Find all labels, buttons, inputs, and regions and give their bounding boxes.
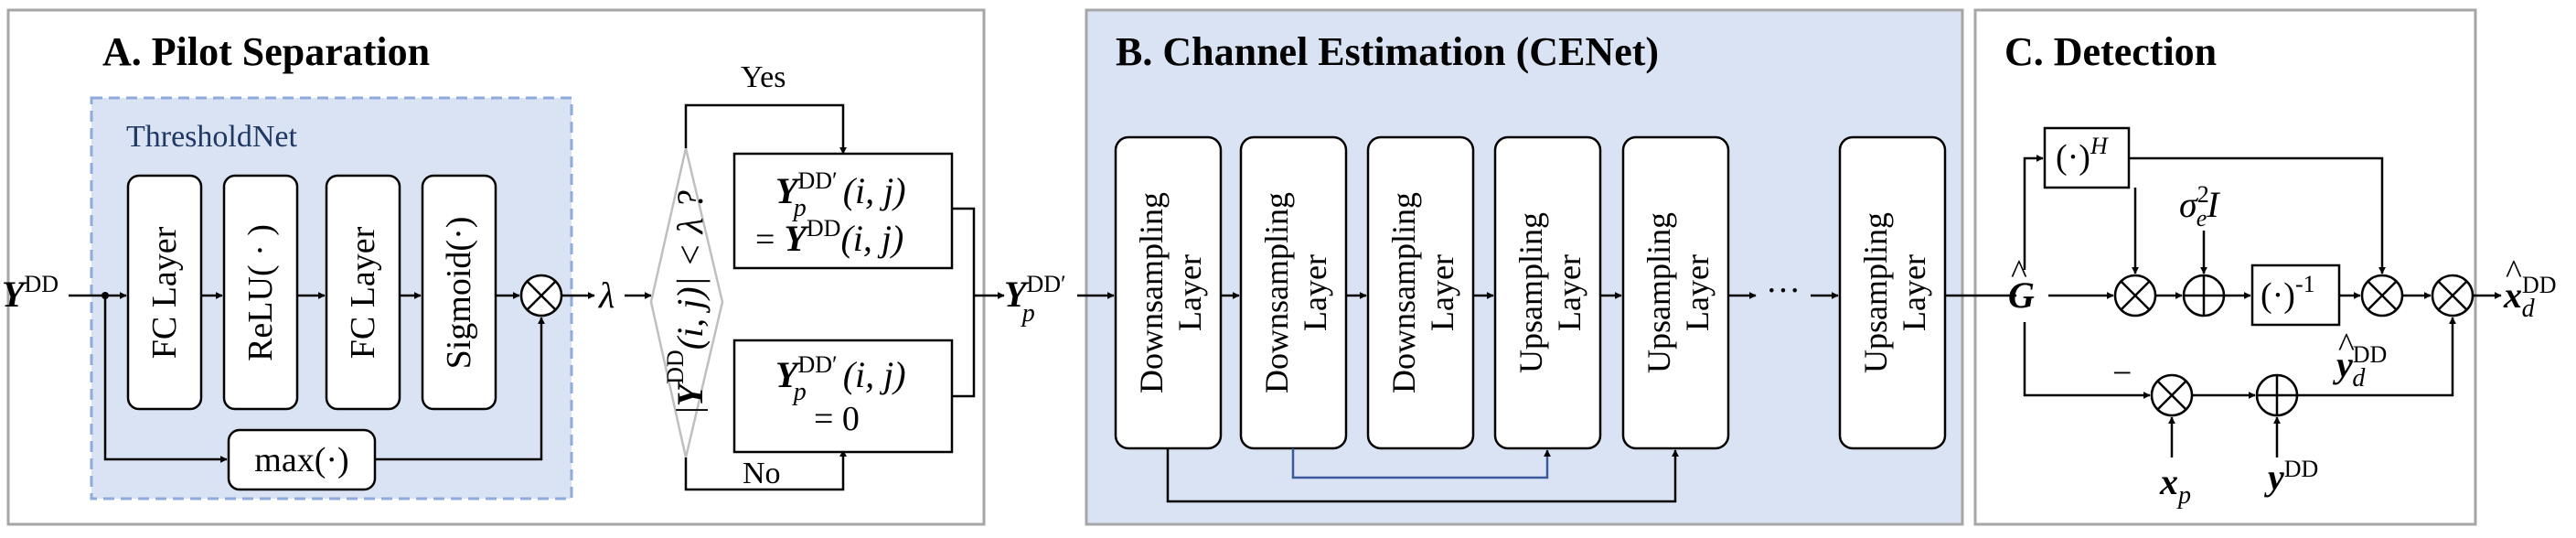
cenet-layer-5 (1621, 135, 1730, 450)
relu-block (222, 174, 299, 411)
fc-layer-2-block (325, 174, 401, 411)
relu-label: ReLU( · ) (241, 224, 280, 361)
pilot-symbol-xp: xp (2159, 461, 2191, 510)
decision-condition: |YDD(i, j)| < λ ? (662, 190, 711, 414)
pilot-zero-box (732, 339, 954, 454)
section-c-title: C. Detection (2004, 29, 2217, 74)
pilot-assign-line1: YDD′p(i, j) (775, 167, 906, 222)
pilot-zero-line2: = 0 (814, 400, 860, 438)
input-y-dd: YDD (2, 271, 59, 315)
cenet-layer-1-label: DownsamplingLayer (1133, 192, 1208, 393)
cenet-layer-6-label: UpsamplingLayer (1857, 212, 1932, 373)
multiply-icon-1 (2113, 274, 2157, 317)
fc-layer-2-label: FC Layer (344, 226, 382, 359)
cenet-connectors (1166, 292, 2017, 503)
cenet-layer-5-label: UpsamplingLayer (1641, 212, 1716, 373)
cenet-layer-6 (1838, 135, 1947, 450)
section-c-frame (1973, 8, 2477, 526)
no-label: No (743, 457, 781, 490)
sigmoid-block (421, 174, 497, 411)
section-a-title: A. Pilot Separation (102, 29, 430, 74)
junction-dot (102, 292, 109, 299)
pilot-assign-box (732, 152, 954, 270)
cenet-layers: DownsamplingLayer DownsamplingLayer Down… (1114, 135, 1947, 450)
fc-layer-1-label: FC Layer (145, 226, 184, 359)
hermitian-label: (·)H (2056, 133, 2109, 177)
pilot-zero-line1: YDD′p(i, j) (775, 351, 906, 406)
pilot-output-symbol: YDD′p (1004, 271, 1066, 328)
add-icon-1 (2182, 274, 2226, 317)
yes-label: Yes (741, 60, 786, 94)
multiply-icon-2 (2360, 274, 2404, 317)
multiply-icon-4 (2150, 373, 2194, 417)
multiply-icon (519, 274, 563, 317)
cenet-ellipsis: ··· (1766, 272, 1801, 310)
cenet-layer-3 (1366, 135, 1475, 450)
detection-connectors (2023, 155, 2502, 457)
add-icon-2 (2255, 373, 2299, 417)
cenet-layer-4 (1493, 135, 1602, 450)
fc-layer-1-block (126, 174, 203, 411)
lambda-symbol: λ (598, 274, 615, 316)
output-symbol-accent: ^ (2506, 253, 2522, 292)
decision-connectors (684, 103, 1005, 491)
cenet-layer-4-label: UpsamplingLayer (1512, 212, 1587, 373)
section-a-connectors (69, 292, 652, 463)
received-symbol-ydd: yDD (2264, 456, 2318, 498)
data-symbol-yd-accent: ^ (2338, 327, 2355, 365)
max-label: max(·) (254, 441, 348, 479)
cenet-layer-3-label: DownsamplingLayer (1385, 192, 1460, 393)
inverse-label: (·)-1 (2261, 271, 2315, 315)
g-hat-accent: ^ (2011, 253, 2027, 292)
sigmoid-label: Sigmoid(·) (440, 217, 478, 370)
section-b-title: B. Channel Estimation (CENet) (1116, 29, 1659, 74)
g-hat-symbol: G (2008, 274, 2035, 316)
multiply-icon-3 (2431, 274, 2474, 317)
minus-sign: − (2112, 354, 2132, 393)
pilot-assign-line2: =YDD(i, j) (755, 215, 903, 259)
cenet-layer-2-label: DownsamplingLayer (1258, 192, 1333, 393)
thresholdnet-label: ThresholdNet (126, 120, 298, 154)
